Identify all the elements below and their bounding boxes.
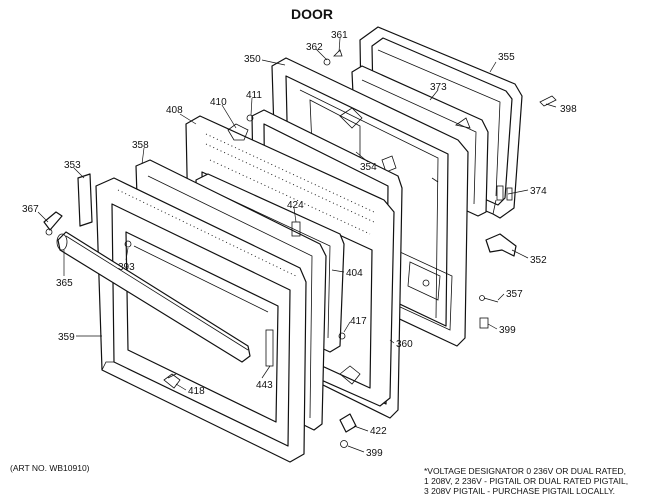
part-label-422: 422 [370, 426, 387, 437]
part-label-398: 398 [560, 104, 577, 115]
part-label-350: 350 [244, 54, 261, 65]
part-label-365: 365 [56, 278, 73, 289]
part-label-357: 357 [506, 289, 523, 300]
part-label-362: 362 [306, 42, 323, 53]
part-label-361: 361 [331, 30, 348, 41]
part-label-353: 353 [64, 160, 81, 171]
hardware-parts [43, 49, 557, 448]
part-label-410: 410 [210, 97, 227, 108]
part-label-408: 408 [166, 105, 183, 116]
part-label-399a: 399 [499, 325, 516, 336]
leader-lines [37, 37, 557, 453]
part-label-355: 355 [498, 52, 515, 63]
part-label-424: 424 [287, 200, 304, 211]
art-number: (ART NO. WB10910) [10, 463, 90, 473]
footnote-line-3: 3 208V PIGTAIL - PURCHASE PIGTAIL LOCALL… [424, 486, 615, 496]
part-label-360: 360 [396, 339, 413, 350]
part-label-399b: 399 [366, 448, 383, 459]
part-label-393: 393 [118, 262, 135, 273]
part-label-374: 374 [530, 186, 547, 197]
part-label-359: 359 [58, 332, 75, 343]
footnote-line-1: *VOLTAGE DESIGNATOR 0 236V OR DUAL RATED… [424, 466, 626, 476]
part-label-352: 352 [530, 255, 547, 266]
part-label-443: 443 [256, 380, 273, 391]
part-labels: 362 361 355 350 373 398 410 411 408 354 … [22, 30, 577, 459]
part-label-404: 404 [346, 268, 363, 279]
part-label-354: 354 [360, 162, 377, 173]
part-label-358: 358 [132, 140, 149, 151]
part-label-417: 417 [350, 316, 367, 327]
part-label-411: 411 [246, 90, 262, 101]
part-label-418: 418 [188, 386, 205, 397]
part-label-373: 373 [430, 82, 447, 93]
diagram-title: DOOR [291, 6, 333, 22]
footnote-line-2: 1 208V, 2 236V - PIGTAIL OR DUAL RATED P… [424, 476, 628, 486]
part-label-367: 367 [22, 204, 39, 215]
door-handle-365 [56, 231, 251, 363]
